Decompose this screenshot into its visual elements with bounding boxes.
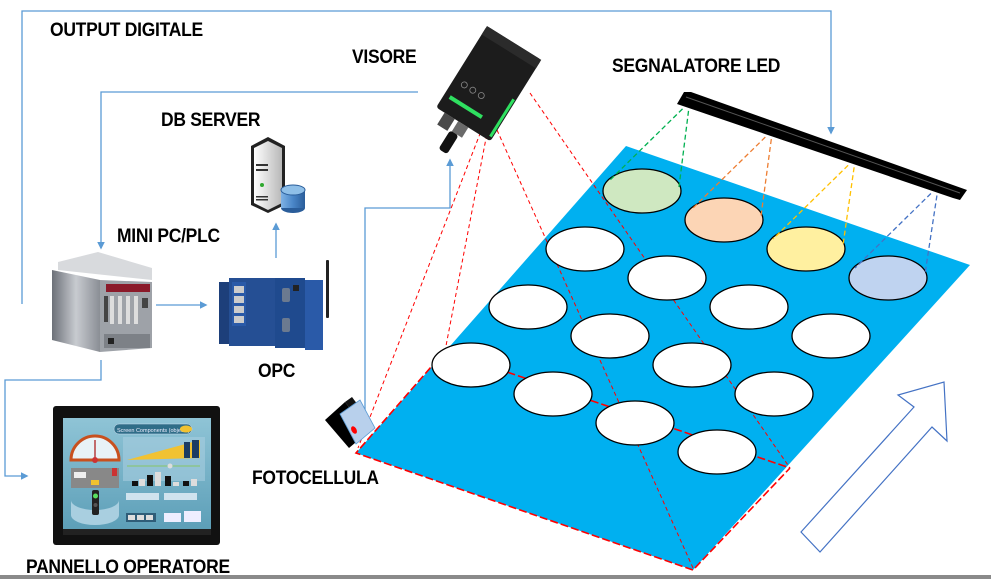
fotocellula-icon [325, 397, 376, 448]
led-beam-2-2 [760, 138, 772, 217]
conveyor-item-r3-c2 [570, 313, 650, 359]
label-opc: OPC [258, 361, 296, 382]
conveyor-item-r1-c2 [684, 197, 764, 243]
conveyor-direction-arrow [800, 381, 948, 553]
conveyor-item-r3-c3 [652, 342, 732, 388]
detection-zone-outline [354, 350, 791, 571]
led-beam-3-1 [772, 164, 849, 240]
bottom-divider [0, 575, 991, 579]
minipc-to-panel-connector [4, 360, 102, 480]
opc-device-icon [219, 260, 329, 350]
led-beam-2-1 [690, 136, 766, 211]
hmi-title: Screen Components (objects) [117, 428, 190, 434]
mini-pc-plc-icon [52, 252, 152, 352]
output-digitale-connector [21, 10, 835, 304]
conveyor-item-r1-c1 [602, 168, 682, 214]
label-db-server: DB SERVER [161, 110, 261, 131]
visore-to-minipc-connector [97, 91, 418, 250]
conveyor-item-r3-c4 [734, 371, 814, 417]
conveyor-item-r1-c3 [766, 226, 846, 272]
led-beam-1-1 [608, 108, 683, 182]
conveyor-item-r4-c3 [595, 400, 675, 446]
conveyor-item-r2-c3 [709, 284, 789, 330]
label-mini-pc-plc: MINI PC/PLC [117, 226, 220, 247]
conveyor-item-r2-c2 [627, 255, 707, 301]
db-server-icon [251, 137, 306, 213]
led-beam-3-2 [842, 167, 855, 246]
connectors [4, 10, 835, 480]
led-beam-4-2 [924, 195, 938, 275]
conveyor-item-r4-c1 [431, 342, 511, 388]
label-output-digitale: OUTPUT DIGITALE [50, 20, 203, 41]
visore-camera-icon [437, 25, 542, 154]
label-segnalatore-led: SEGNALATORE LED [612, 56, 781, 77]
led-beam-1-2 [678, 110, 690, 188]
led-signal-bar [677, 92, 967, 200]
conveyor-item-r4-c4 [677, 429, 757, 475]
led-beam-4-1 [854, 193, 932, 269]
conveyor-item-r1-c4 [848, 255, 928, 301]
label-fotocellula: FOTOCELLULA [252, 468, 379, 489]
label-pannello-operatore: PANNELLO OPERATORE [26, 557, 230, 578]
conveyor-item-r4-c2 [513, 371, 593, 417]
fotocellula-to-visore-connector [364, 158, 454, 418]
operator-panel-icon: Screen Components (objects) [53, 406, 220, 545]
conveyor-item-r3-c1 [488, 284, 568, 330]
label-visore: VISORE [352, 47, 417, 68]
conveyor-item-r2-c4 [791, 313, 871, 359]
conveyor-item-r2-c1 [545, 226, 625, 272]
